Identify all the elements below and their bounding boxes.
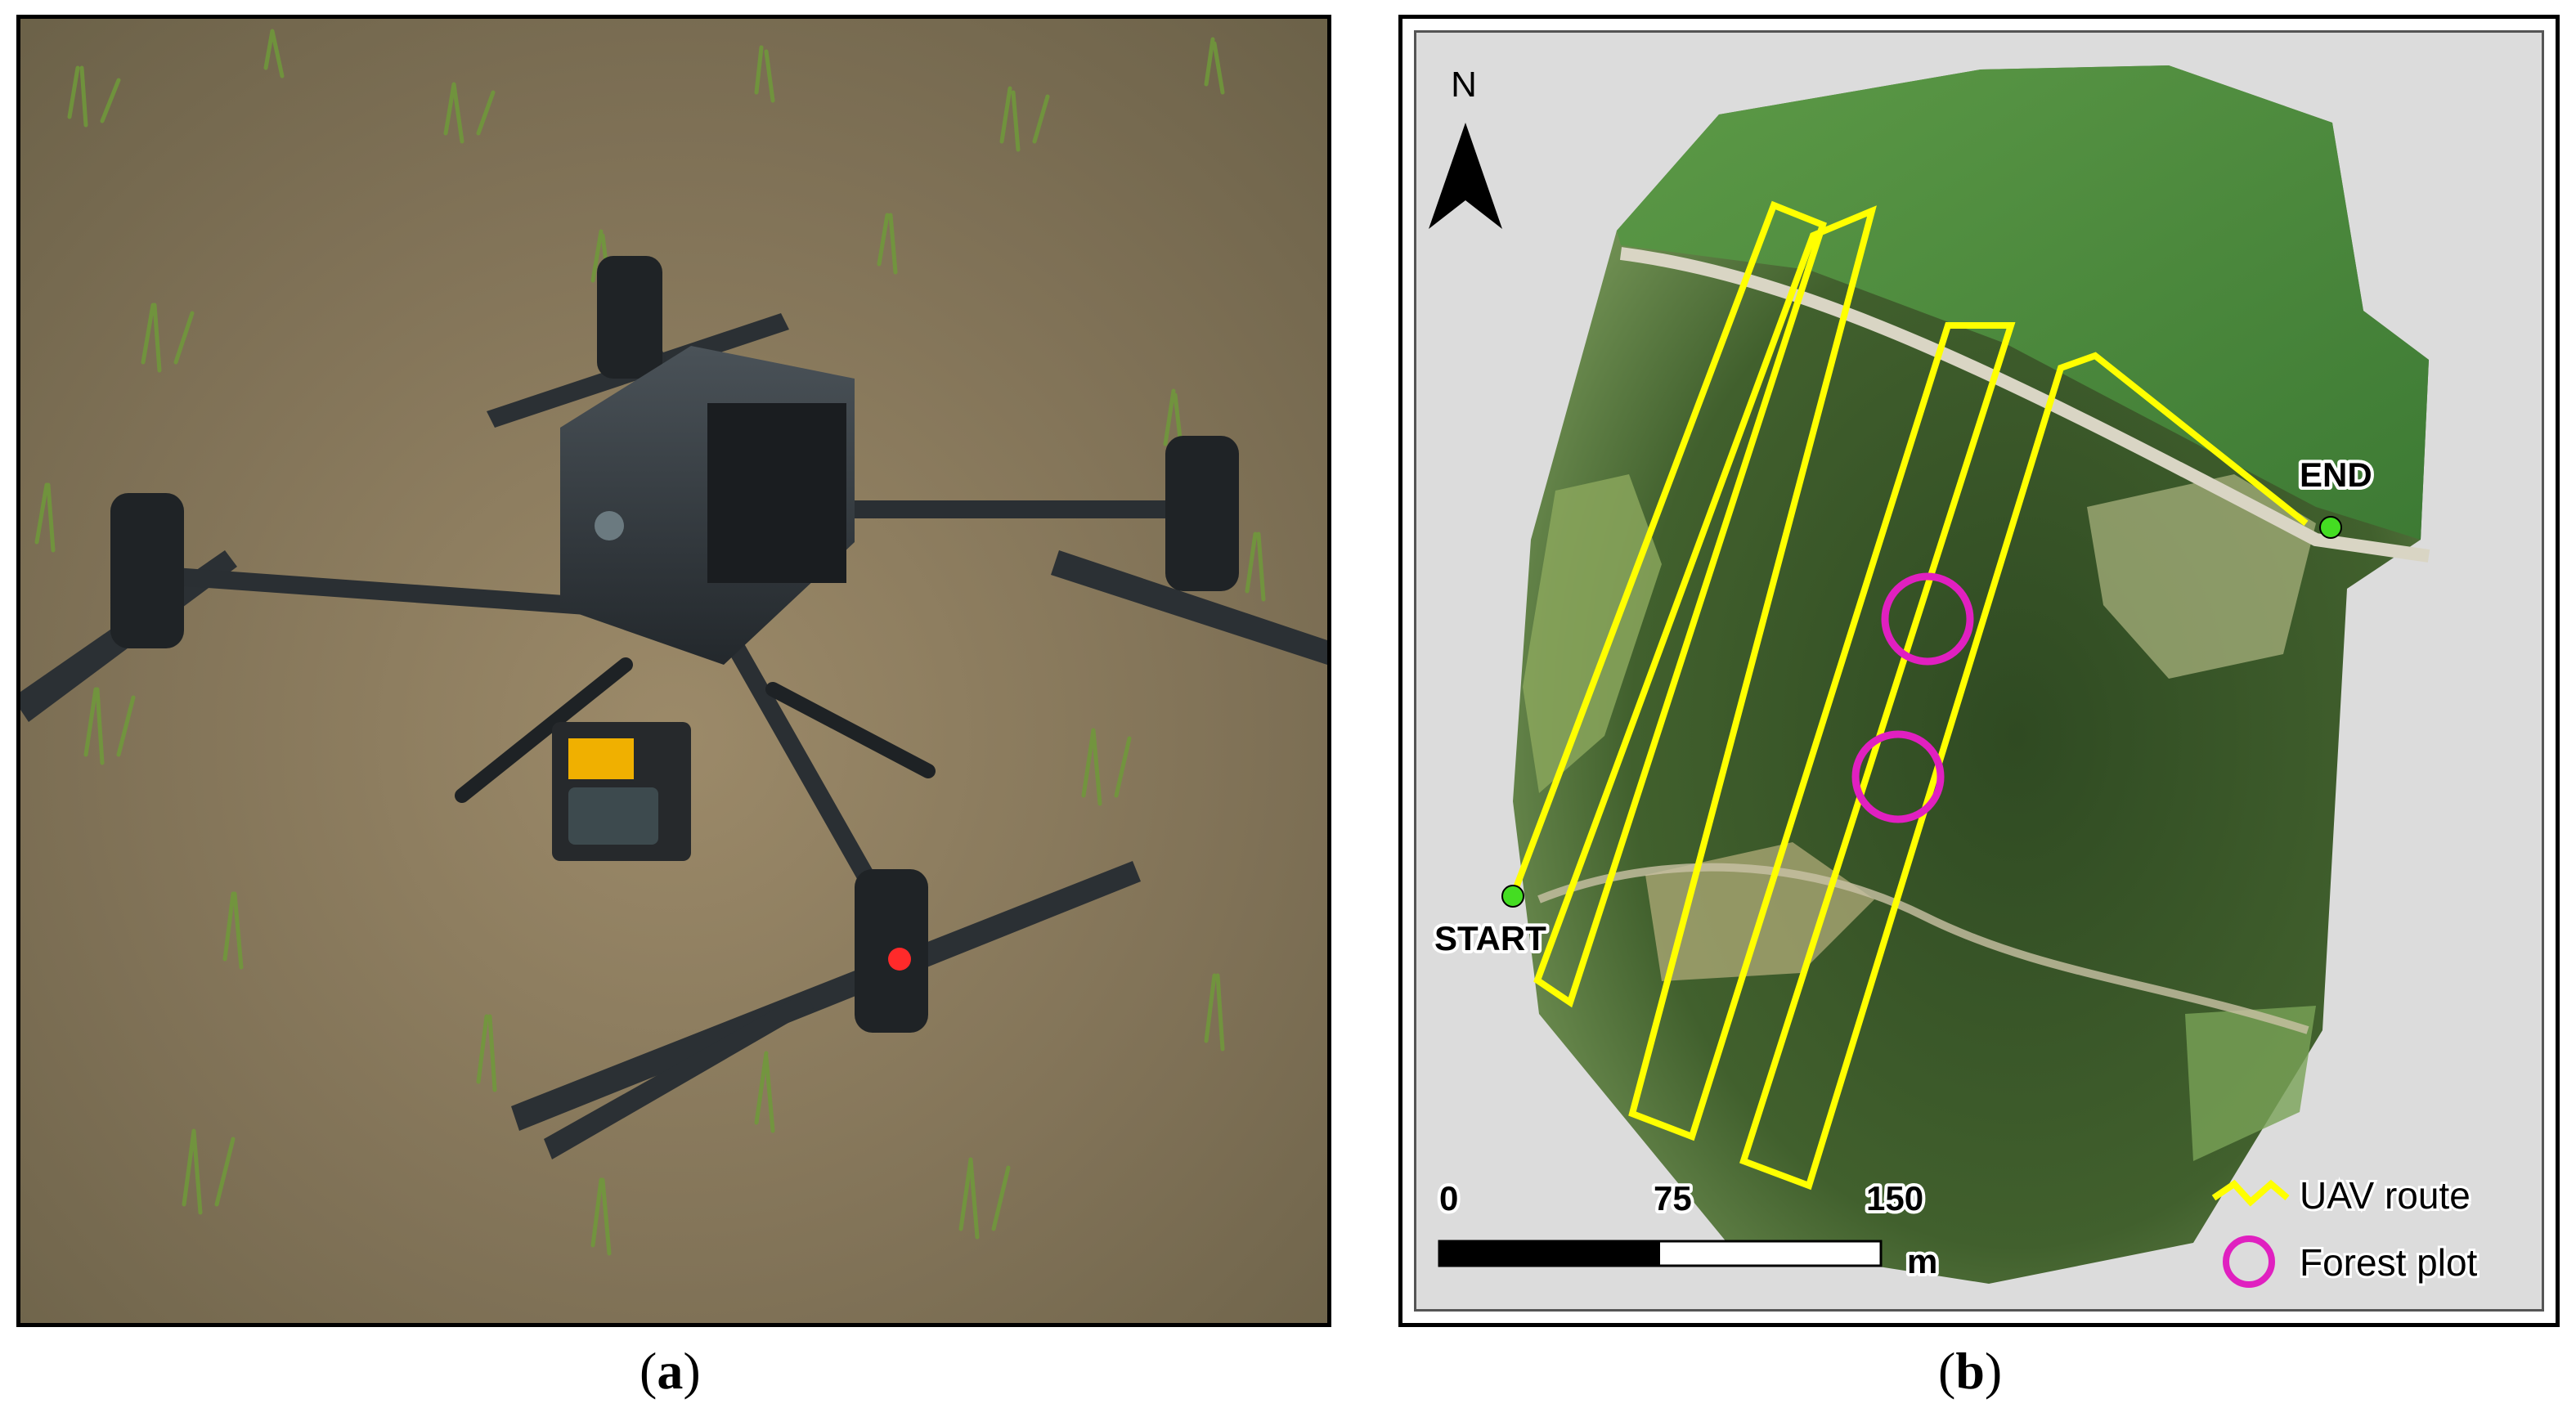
payload-window (568, 787, 658, 845)
legend-plot-swatch (2223, 1235, 2275, 1288)
forest-plot-2 (1851, 730, 1945, 823)
flight-map: N START END 0 75 (1429, 65, 2480, 1288)
scale-bar: 0 75 150 m (1436, 1176, 1941, 1284)
battery (707, 403, 846, 583)
clearing-east (2087, 474, 2316, 679)
drone-photo (20, 19, 1327, 1323)
dirt-track (1537, 863, 2309, 1034)
forest-plot-1 (1881, 572, 1974, 666)
dirt-road (1619, 247, 2430, 563)
grass (34, 29, 1266, 1256)
sensor-lens (595, 511, 624, 540)
north-label: N (1451, 65, 1477, 105)
start-point (1501, 885, 1524, 908)
scale-tick-150: 150 (1866, 1179, 1923, 1217)
scale-unit: m (1907, 1242, 1937, 1280)
meadow-southeast (2185, 1006, 2316, 1161)
crop-field (1617, 65, 2429, 540)
north-arrow: N (1429, 65, 1502, 229)
flight-map-panel: N START END 0 75 (1398, 15, 2560, 1327)
legend-plot-label: Forest plot (2300, 1241, 2478, 1284)
legend-route-label: UAV route (2300, 1174, 2471, 1217)
end-label: END (2300, 455, 2372, 494)
legend-route-swatch (2211, 1179, 2290, 1207)
uav-route (1510, 200, 2309, 1191)
caption-a: (a) (640, 1342, 701, 1400)
ground (20, 19, 1327, 1323)
drone-photo-panel (16, 15, 1331, 1327)
legend: UAV route Forest plot (2211, 1172, 2480, 1288)
motors (110, 256, 1239, 1033)
meadow-west (1523, 474, 1662, 793)
end-point (2319, 516, 2342, 539)
status-light (888, 948, 911, 971)
scale-tick-75: 75 (1654, 1179, 1692, 1217)
landing-gear (455, 657, 936, 803)
caption-b: (b) (1938, 1342, 2003, 1400)
scale-tick-0: 0 (1439, 1179, 1458, 1217)
forest-plots (1851, 572, 1974, 823)
start-label: START (1434, 919, 1546, 957)
payload-label (568, 738, 634, 779)
map-frame: N START END 0 75 (1414, 30, 2544, 1312)
